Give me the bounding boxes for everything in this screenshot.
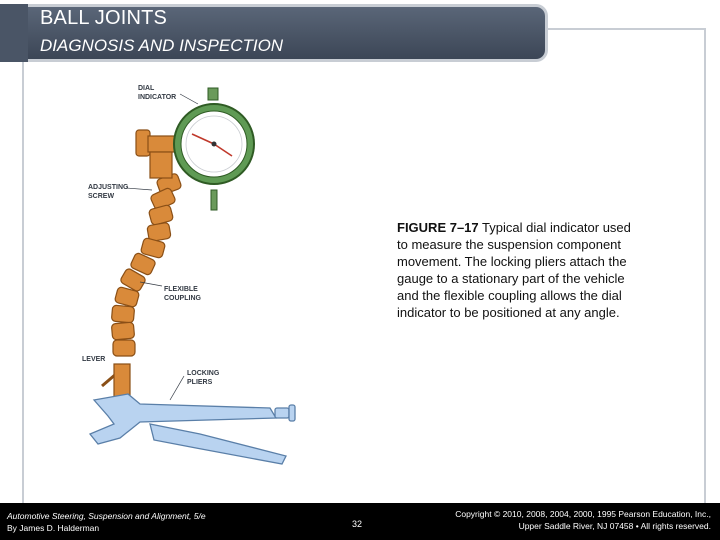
label-flexible-coupling-1: FLEXIBLE [164,286,198,293]
locking-pliers [88,393,296,465]
label-lever: LEVER [82,356,105,363]
slide-frame-left [22,55,24,503]
figure-number: FIGURE 7–17 [397,220,479,235]
slide-subtitle: DIAGNOSIS AND INSPECTION [40,36,284,55]
footer-copyright: Copyright © 2010, 2008, 2004, 2000, 1995… [455,508,711,532]
label-adjusting-screw-2: SCREW [88,193,114,200]
figure-caption: FIGURE 7–17 Typical dial indicator used … [397,219,633,321]
page-number: 32 [352,519,363,529]
copyright-line-2: Upper Saddle River, NJ 07458 • All right… [518,521,711,531]
dial-indicator [173,87,255,211]
label-dial-indicator-1: DIAL [138,85,155,92]
label-dial-indicator-2: INDICATOR [138,94,176,101]
book-author: By James D. Halderman [7,523,100,533]
adjusting-screw [135,129,179,179]
slide-frame-right [704,28,706,503]
label-adjusting-screw-1: ADJUSTING [88,184,129,191]
footer-book-info: Automotive Steering, Suspension and Alig… [7,510,206,534]
slide-title: BALL JOINTS [40,7,168,29]
copyright-line-1: Copyright © 2010, 2008, 2004, 2000, 1995… [455,509,711,519]
dial-indicator-illustration: DIAL INDICATOR ADJUSTING SCREW FLEXIBLE … [82,85,296,465]
label-locking-pliers-1: LOCKING [187,370,220,377]
book-title: Automotive Steering, Suspension and Alig… [7,511,206,521]
label-flexible-coupling-2: COUPLING [164,295,202,302]
slide-frame-top [548,28,706,30]
caption-text: Typical dial indicator used to measure t… [397,220,631,320]
flexible-coupling [111,173,182,357]
title-bar [28,4,548,62]
footer-bar: Automotive Steering, Suspension and Alig… [0,503,720,540]
label-locking-pliers-2: PLIERS [187,379,213,386]
